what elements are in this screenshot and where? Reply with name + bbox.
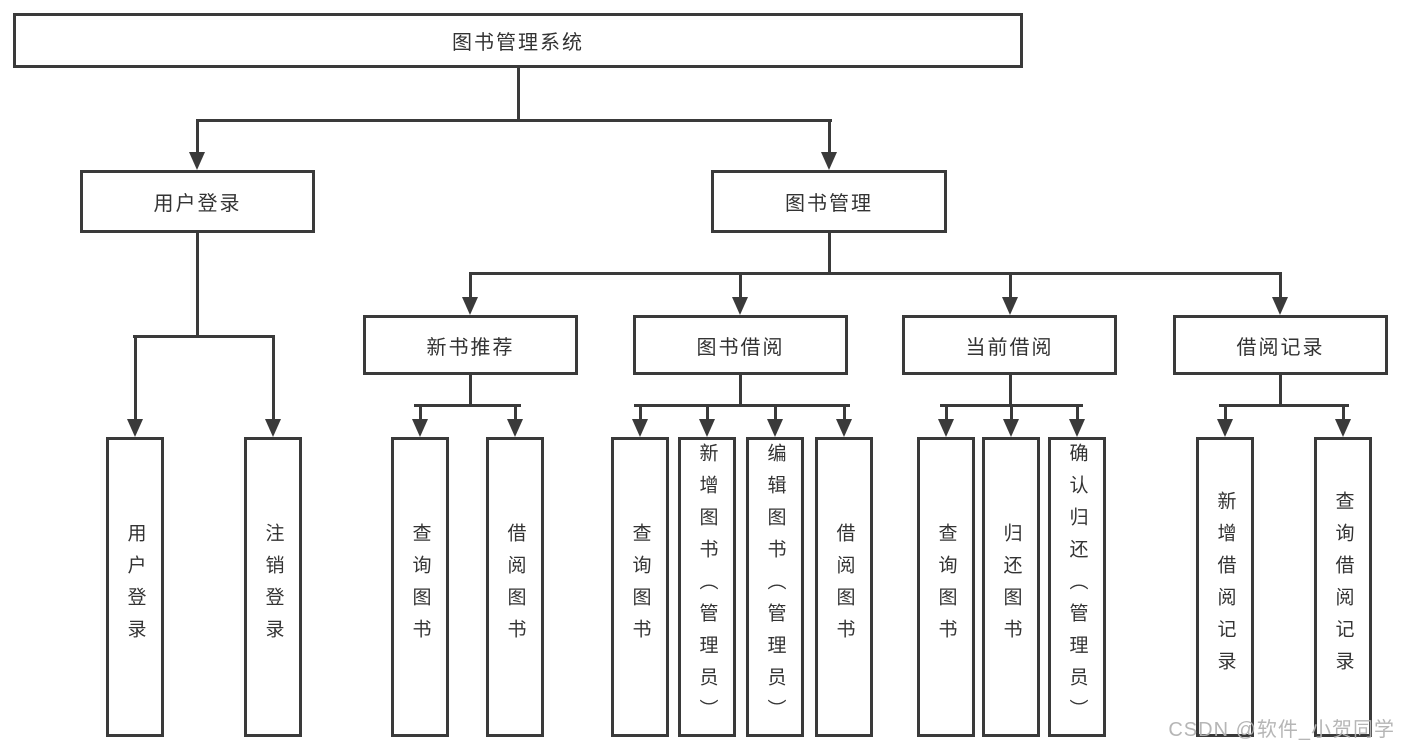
node-borrowing-records: 借阅记录 bbox=[1173, 315, 1388, 375]
connector-line bbox=[1278, 375, 1282, 405]
arrow-down bbox=[189, 152, 205, 170]
leaf-current-query-books: 查询图书 bbox=[917, 437, 975, 737]
connector-line bbox=[1075, 405, 1079, 421]
arrow-down bbox=[127, 419, 143, 437]
node-label: 归还图书 bbox=[1000, 523, 1022, 651]
node-label: 编辑图书（管理员） bbox=[764, 443, 786, 731]
csdn-watermark: CSDN @软件_小贺同学 bbox=[1168, 719, 1395, 741]
connector-line bbox=[1278, 273, 1282, 299]
node-label: 图书管理 bbox=[785, 193, 873, 215]
node-label: 图书管理系统 bbox=[452, 32, 584, 54]
connector-line bbox=[468, 271, 1282, 275]
arrow-down bbox=[938, 419, 954, 437]
arrow-down bbox=[732, 297, 748, 315]
connector-line bbox=[738, 375, 742, 405]
connector-line bbox=[414, 403, 521, 407]
connector-line bbox=[1219, 403, 1349, 407]
connector-line bbox=[638, 405, 642, 421]
connector-line bbox=[634, 403, 850, 407]
arrow-down bbox=[632, 419, 648, 437]
node-label: 借阅图书 bbox=[833, 523, 855, 651]
node-root: 图书管理系统 bbox=[13, 13, 1023, 68]
connector-line bbox=[827, 233, 831, 273]
arrow-down bbox=[462, 297, 478, 315]
node-label: 确认归还（管理员） bbox=[1066, 443, 1088, 731]
connector-line bbox=[195, 233, 199, 336]
node-new-book-recommendation: 新书推荐 bbox=[363, 315, 578, 375]
leaf-borrow-query-books: 查询图书 bbox=[611, 437, 669, 737]
arrow-down bbox=[1217, 419, 1233, 437]
arrow-down bbox=[821, 152, 837, 170]
arrow-down bbox=[1003, 419, 1019, 437]
connector-line bbox=[468, 273, 472, 299]
leaf-user-login: 用户登录 bbox=[106, 437, 164, 737]
arrow-down bbox=[699, 419, 715, 437]
connector-line bbox=[271, 336, 275, 421]
node-book-management: 图书管理 bbox=[711, 170, 947, 233]
node-label: 注销登录 bbox=[262, 523, 284, 651]
leaf-borrow-add-book-admin: 新增图书（管理员） bbox=[678, 437, 736, 737]
arrow-down bbox=[1002, 297, 1018, 315]
connector-line bbox=[195, 120, 199, 154]
connector-line bbox=[1008, 273, 1012, 299]
connector-line bbox=[1009, 405, 1013, 421]
node-label: 新增图书（管理员） bbox=[696, 443, 718, 731]
arrow-down bbox=[507, 419, 523, 437]
arrow-down bbox=[265, 419, 281, 437]
arrow-down bbox=[767, 419, 783, 437]
node-label: 查询借阅记录 bbox=[1332, 491, 1354, 683]
arrow-down bbox=[1272, 297, 1288, 315]
node-label: 查询图书 bbox=[935, 523, 957, 651]
connector-line bbox=[468, 375, 472, 405]
arrow-down bbox=[836, 419, 852, 437]
leaf-current-return-books: 归还图书 bbox=[982, 437, 1040, 737]
connector-line bbox=[842, 405, 846, 421]
arrow-down bbox=[1069, 419, 1085, 437]
leaf-borrow-borrow-books: 借阅图书 bbox=[815, 437, 873, 737]
connector-line bbox=[705, 405, 709, 421]
node-label: 查询图书 bbox=[409, 523, 431, 651]
connector-line bbox=[195, 118, 832, 122]
node-label: 借阅图书 bbox=[504, 523, 526, 651]
connector-line bbox=[133, 334, 275, 338]
connector-line bbox=[1341, 405, 1345, 421]
connector-line bbox=[1008, 375, 1012, 405]
connector-line bbox=[773, 405, 777, 421]
connector-line bbox=[133, 336, 137, 421]
node-label: 图书借阅 bbox=[696, 336, 785, 359]
arrow-down bbox=[412, 419, 428, 437]
leaf-records-add-borrow-record: 新增借阅记录 bbox=[1196, 437, 1254, 737]
leaf-logout: 注销登录 bbox=[244, 437, 302, 737]
connector-line bbox=[1223, 405, 1227, 421]
node-book-borrowing: 图书借阅 bbox=[633, 315, 848, 375]
node-label: 新增借阅记录 bbox=[1214, 491, 1236, 683]
node-label: 借阅记录 bbox=[1236, 336, 1325, 359]
arrow-down bbox=[1335, 419, 1351, 437]
leaf-newbook-query-books: 查询图书 bbox=[391, 437, 449, 737]
leaf-borrow-edit-book-admin: 编辑图书（管理员） bbox=[746, 437, 804, 737]
leaf-records-query-borrow-record: 查询借阅记录 bbox=[1314, 437, 1372, 737]
connector-line bbox=[738, 273, 742, 299]
node-label: 用户登录 bbox=[124, 523, 146, 651]
leaf-newbook-borrow-books: 借阅图书 bbox=[486, 437, 544, 737]
node-label: 用户登录 bbox=[153, 193, 242, 215]
leaf-current-confirm-return-admin: 确认归还（管理员） bbox=[1048, 437, 1106, 737]
node-current-borrowing: 当前借阅 bbox=[902, 315, 1117, 375]
connector-line bbox=[516, 68, 520, 120]
connector-line bbox=[513, 405, 517, 421]
node-user-login: 用户登录 bbox=[80, 170, 315, 233]
node-label: 查询图书 bbox=[629, 523, 651, 651]
node-label: 当前借阅 bbox=[965, 336, 1054, 359]
connector-line bbox=[944, 405, 948, 421]
connector-line bbox=[827, 120, 831, 154]
connector-line bbox=[418, 405, 422, 421]
node-label: 新书推荐 bbox=[426, 336, 515, 359]
